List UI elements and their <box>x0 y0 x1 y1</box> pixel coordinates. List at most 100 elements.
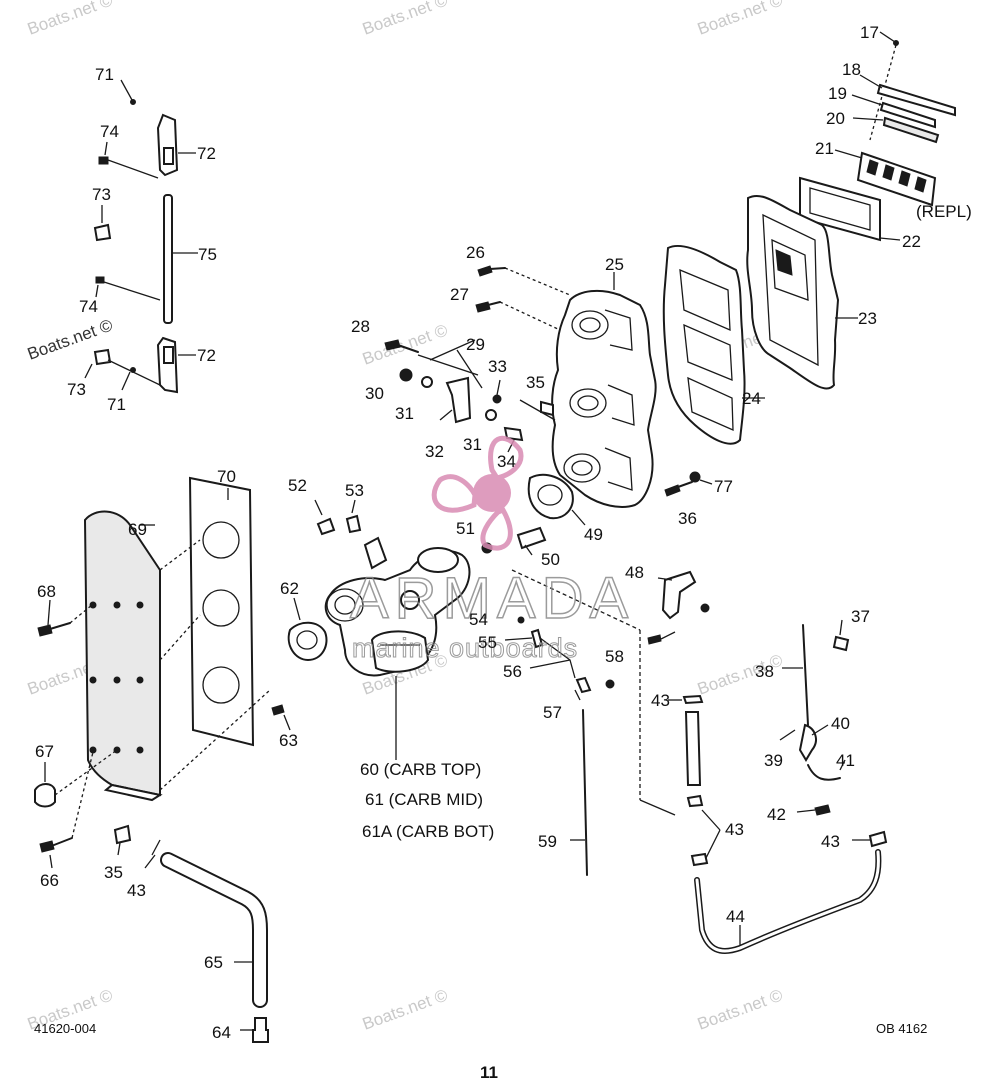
callout-30: 30 <box>365 384 384 403</box>
callout-65: 65 <box>204 953 223 972</box>
carb-note-mid: 61 (CARB MID) <box>365 790 483 809</box>
callout-70: 70 <box>217 467 236 486</box>
callout-34: 34 <box>497 452 516 471</box>
swivel-57 <box>575 676 592 694</box>
screw-36 <box>664 484 681 497</box>
hose-41 <box>807 764 841 781</box>
link-rod <box>163 194 173 324</box>
callout-62: 62 <box>280 579 299 598</box>
screw-28 <box>384 339 401 351</box>
callout-71a: 71 <box>95 65 114 84</box>
callout-43c: 43 <box>821 832 840 851</box>
screw-58 <box>605 679 615 689</box>
callout-23: 23 <box>858 309 877 328</box>
filter-hose <box>684 711 702 786</box>
nut-77 <box>689 471 701 483</box>
page-number: 11 <box>480 1063 498 1081</box>
screw-66 <box>39 840 55 853</box>
callout-26: 26 <box>466 243 485 262</box>
hose-65 <box>162 854 266 1006</box>
watermark-text: Boats.net © <box>25 0 116 39</box>
callout-27: 27 <box>450 285 469 304</box>
carburetor <box>314 499 471 760</box>
carb-note-top: 60 (CARB TOP) <box>360 760 481 779</box>
fuel-line-assembly <box>668 619 888 954</box>
fuel-hose-44 <box>694 849 882 954</box>
callout-21: 21 <box>815 139 834 158</box>
callout-57: 57 <box>543 703 562 722</box>
manifold-body <box>551 289 657 508</box>
callout-53: 53 <box>345 481 364 500</box>
bracket-48 <box>647 570 710 645</box>
callout-28: 28 <box>351 317 370 336</box>
callout-24: 24 <box>742 389 761 408</box>
callout-51: 51 <box>456 519 475 538</box>
carb-bowl <box>370 630 430 673</box>
callout-75: 75 <box>198 245 217 264</box>
callout-74b: 74 <box>79 297 98 316</box>
callout-74a: 74 <box>100 122 119 141</box>
carb-lever <box>363 536 388 570</box>
callout-25: 25 <box>605 255 624 274</box>
screw-42 <box>814 804 831 816</box>
rod-59 <box>570 709 588 876</box>
air-silencer-69 <box>83 510 161 797</box>
callout-54: 54 <box>469 610 488 629</box>
callout-36: 36 <box>678 509 697 528</box>
brand-name: ARMADA <box>350 566 634 631</box>
callout-58: 58 <box>605 647 624 666</box>
washer-31-lower <box>485 409 497 421</box>
carb-gasket-49 <box>527 473 574 520</box>
callout-37: 37 <box>851 607 870 626</box>
sleeve-53 <box>345 514 362 534</box>
callout-43b: 43 <box>725 820 744 839</box>
screw-37 <box>832 635 850 652</box>
screw-26 <box>477 265 493 277</box>
watermark-text: Boats.net © <box>360 985 451 1033</box>
drawing-code-left: 41620-004 <box>34 1021 96 1036</box>
callout-48: 48 <box>625 563 644 582</box>
stud-50 <box>516 526 547 550</box>
washer-31-upper <box>421 376 433 388</box>
callout-73a: 73 <box>92 185 111 204</box>
callout-55: 55 <box>478 633 497 652</box>
manifold-hardware <box>384 265 713 497</box>
callout-71b: 71 <box>107 395 126 414</box>
callout-44: 44 <box>726 907 745 926</box>
callout-17: 17 <box>860 23 879 42</box>
callout-64: 64 <box>212 1023 231 1042</box>
valve-40 <box>798 723 817 762</box>
reed-stop <box>876 83 956 117</box>
callout-68: 68 <box>37 582 56 601</box>
callout-49: 49 <box>584 525 603 544</box>
callout-31b: 31 <box>463 435 482 454</box>
callout-63: 63 <box>279 731 298 750</box>
reed-spacer <box>882 116 940 144</box>
reed-petal <box>879 101 936 129</box>
callout-33: 33 <box>488 357 507 376</box>
callout-22: 22 <box>902 232 921 251</box>
screw-68 <box>37 624 53 637</box>
callout-35a: 35 <box>526 373 545 392</box>
plug-67 <box>34 783 56 808</box>
callout-38: 38 <box>755 662 774 681</box>
link-34 <box>503 426 524 442</box>
nut-30 <box>399 368 413 382</box>
clamp-43a <box>682 694 704 705</box>
callout-41: 41 <box>836 751 855 770</box>
silencer-assembly <box>34 476 328 1043</box>
intake-manifold <box>551 272 657 508</box>
clip-54 <box>517 616 525 624</box>
watermark-text: Boats.net © <box>360 0 451 39</box>
fitting-64 <box>252 1017 269 1043</box>
callout-20: 20 <box>826 109 845 128</box>
callout-67: 67 <box>35 742 54 761</box>
pin-55 <box>530 628 544 649</box>
watermark-text: Boats.net © <box>695 0 786 39</box>
callout-35b: 35 <box>104 863 123 882</box>
callout-72a: 72 <box>197 144 216 163</box>
drawing-code-right: OB 4162 <box>876 1021 927 1036</box>
callout-72b: 72 <box>197 346 216 365</box>
